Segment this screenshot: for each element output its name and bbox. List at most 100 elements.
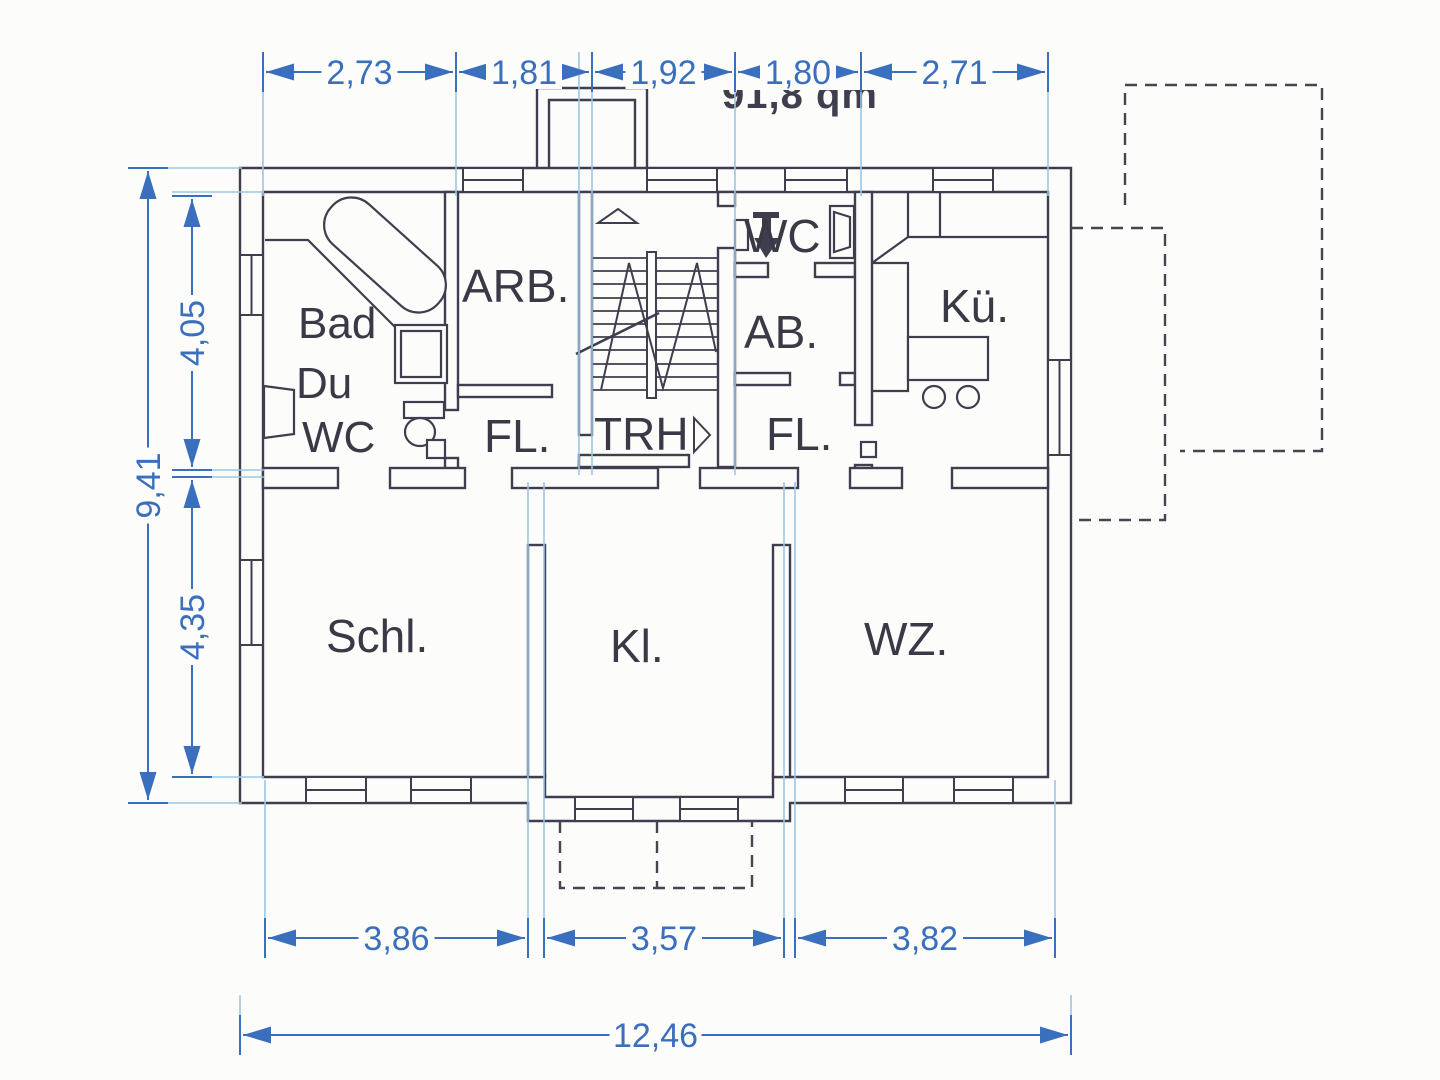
bath-floor-drain <box>425 438 447 460</box>
window-glazing <box>239 254 264 316</box>
wall-ab-bottom-b <box>838 371 857 387</box>
room-label-wc: WC <box>744 210 821 262</box>
room-label-trh: TRH <box>594 408 689 460</box>
toilet-tank <box>402 400 446 420</box>
dim-arrow-right <box>704 63 732 81</box>
wall-kueche-left <box>853 190 874 427</box>
dim-label-mask <box>131 447 165 524</box>
dim-label-mask <box>887 921 963 955</box>
dimension-label: 1,80 <box>765 54 831 92</box>
dim-arrow-right <box>497 929 525 947</box>
balcony-outline-side <box>1071 226 1167 522</box>
wall-mid-3 <box>510 466 660 490</box>
bath-niche-wall <box>265 238 396 328</box>
dim-arrow-left <box>266 63 294 81</box>
window-glazing <box>239 559 264 646</box>
room-label-kinderzimmer: Kl. <box>610 620 664 672</box>
wall-mid-4 <box>698 466 800 490</box>
room-label-fl-right: FL. <box>766 408 832 460</box>
dim-arrow-right <box>753 929 781 947</box>
dim-arrow-down <box>183 746 201 774</box>
dashed-outlines <box>558 83 1324 890</box>
dim-label-mask <box>916 55 993 89</box>
dim-arrow-right <box>561 63 589 81</box>
wall-kl-wz <box>771 543 792 779</box>
shower-inner <box>399 329 443 379</box>
wall-mid-1 <box>261 466 340 490</box>
dim-label-mask <box>175 295 209 371</box>
fixtures <box>262 192 1048 460</box>
wall-schl-kl <box>526 543 547 779</box>
dim-arrow-right <box>425 63 453 81</box>
dim-label-mask <box>175 589 209 665</box>
room-labels: Bad Du WC ARB. FL. TRH WC AB. FL. Kü. Sc… <box>296 210 1009 672</box>
kitchen-burner-1 <box>921 384 947 410</box>
room-label-bad: Bad <box>298 299 376 348</box>
dim-arrow-left <box>268 929 296 947</box>
dim-arrow-left <box>738 63 766 81</box>
dim-label-mask <box>609 1018 702 1052</box>
dim-arrow-right <box>1017 63 1045 81</box>
stair-direction-zigzag <box>600 262 717 392</box>
wall-mid-6 <box>950 466 1050 490</box>
dim-label-group: 9,41 <box>130 447 168 524</box>
dimension-label: 9,41 <box>130 452 168 518</box>
dimension-label: 3,57 <box>631 920 697 958</box>
wall-bad-arb <box>443 190 460 412</box>
dimension-label: 2,71 <box>921 54 987 92</box>
dim-label-mask <box>321 55 398 89</box>
dim-arrow-left <box>798 929 826 947</box>
protrusion-floor <box>546 775 772 796</box>
wall-trh-left <box>577 190 594 437</box>
room-label-kueche: Kü. <box>940 280 1009 332</box>
dim-label-group: 4,05 <box>174 295 212 371</box>
window-glazing <box>305 776 367 804</box>
area-label: 91,8 qm <box>722 73 878 117</box>
room-label-du: Du <box>296 359 352 408</box>
dim-label-mask <box>760 55 836 89</box>
dim-arrow-left <box>547 929 575 947</box>
wall-mid-2 <box>388 466 467 490</box>
dim-label-mask <box>625 55 702 89</box>
dim-arrow-down <box>139 772 157 800</box>
dim-arrow-up <box>183 199 201 227</box>
stair-stringer <box>646 251 657 399</box>
bath-sink <box>262 384 296 440</box>
dim-arrow-left <box>459 63 487 81</box>
dim-label-group: 4,35 <box>174 589 212 665</box>
window-glazing <box>646 167 718 193</box>
windows <box>239 167 1072 822</box>
dim-arrow-right <box>1040 1026 1068 1044</box>
wall-wc-bottom-b <box>813 261 857 279</box>
dimension-label: 3,86 <box>363 920 429 958</box>
dimension-label: 4,05 <box>174 300 212 366</box>
door-swing-triangle <box>693 415 712 455</box>
dim-arrow-left <box>864 63 892 81</box>
dim-arrow-left <box>243 1026 271 1044</box>
dim-arrow-right <box>1024 929 1052 947</box>
wall-arb-flur <box>456 383 554 399</box>
wall-mid-5 <box>848 466 904 490</box>
window-glazing <box>844 776 904 804</box>
room-label-fl-left: FL. <box>484 410 550 462</box>
dim-label-mask <box>486 55 562 89</box>
window-glazing <box>574 796 634 822</box>
protrusion-inner-wall <box>543 773 775 799</box>
room-label-schlafzimmer: Schl. <box>326 610 428 662</box>
dim-arrow-up <box>183 480 201 508</box>
dim-label-mask <box>626 921 702 955</box>
window-glazing <box>953 776 1014 804</box>
stair-up-marker <box>594 207 641 224</box>
dim-arrow-down <box>183 439 201 467</box>
balcony-outline-upper <box>1123 83 1324 453</box>
dimension-label: 2,73 <box>326 54 392 92</box>
dim-arrow-left <box>595 63 623 81</box>
dim-arrow-up <box>139 171 157 199</box>
kitchen-block <box>906 335 990 382</box>
dim-label-mask <box>358 921 435 955</box>
entrance-arrow <box>753 212 780 258</box>
wall-trh-right-top <box>716 190 737 208</box>
dimension-label: 1,81 <box>491 54 557 92</box>
